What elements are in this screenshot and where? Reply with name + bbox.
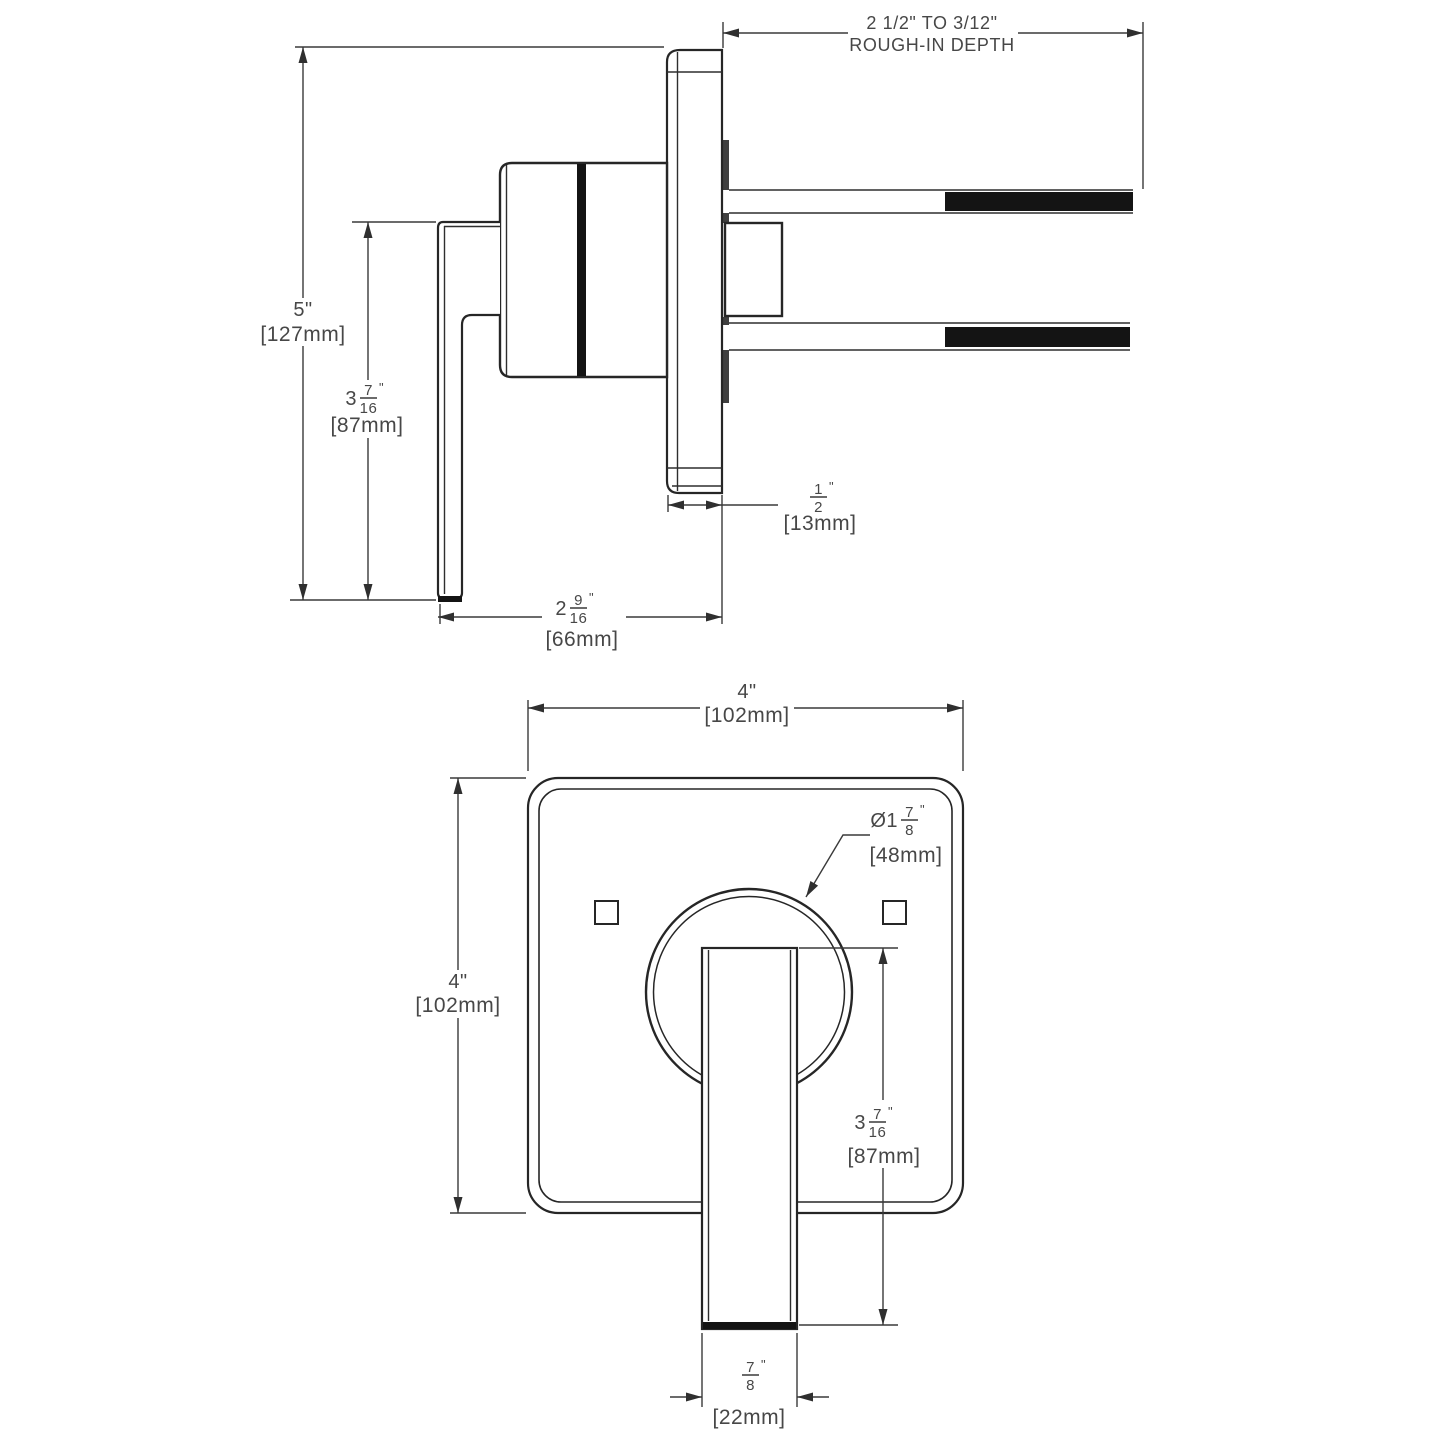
arrowhead-right bbox=[706, 500, 722, 510]
bracket-strip bbox=[722, 317, 729, 325]
label-mask bbox=[414, 970, 502, 1018]
fraction-whole: 3 bbox=[345, 388, 357, 410]
valve-body bbox=[723, 221, 784, 318]
plate-mm-label: [13mm] bbox=[783, 512, 856, 535]
arrowhead-left bbox=[797, 1392, 813, 1402]
fraction-numerator: 1 bbox=[814, 481, 823, 498]
fraction-whole: 2 bbox=[555, 598, 567, 620]
housing-seam-band bbox=[577, 164, 586, 376]
fraction-denominator: 16 bbox=[869, 1124, 887, 1141]
screw-hole-left bbox=[594, 900, 619, 925]
arrowhead-left bbox=[528, 703, 544, 713]
inch-mark: " bbox=[920, 802, 925, 817]
pipe-threaded-end bbox=[945, 192, 1133, 211]
arrowhead-left bbox=[723, 28, 739, 38]
front-view: 4" [102mm] 4" [102mm] Ø1 7 8 " [48mm] bbox=[414, 681, 965, 1429]
handle-end-cap bbox=[703, 1322, 796, 1329]
fraction-numerator: 9 bbox=[574, 592, 583, 609]
inch-mark: " bbox=[761, 1357, 766, 1372]
label-mask bbox=[848, 12, 1018, 58]
dim-plate-thickness: 1 2 " [13mm] bbox=[667, 479, 856, 624]
bracket-strip bbox=[722, 350, 729, 403]
label-mask bbox=[263, 298, 343, 346]
pipe-threaded-end bbox=[945, 327, 1130, 347]
arrowhead-down bbox=[298, 584, 308, 600]
fraction-denominator: 16 bbox=[570, 610, 588, 627]
width-mm-label: [102mm] bbox=[704, 704, 789, 727]
dim-handle-length-front: 3 7 16 " [87mm] bbox=[799, 947, 925, 1326]
fraction-whole: 3 bbox=[854, 1112, 866, 1134]
dim-trim-ring-diameter: Ø1 7 8 " [48mm] bbox=[805, 802, 942, 898]
dim-handle-drop-side: 3 7 16 " [87mm] bbox=[330, 221, 436, 600]
arrowhead-right bbox=[947, 703, 963, 713]
bracket-strip bbox=[722, 213, 729, 223]
inch-mark: " bbox=[829, 479, 834, 494]
arrowhead-up bbox=[363, 222, 373, 238]
height-inch-label: 5" bbox=[293, 299, 312, 321]
handle-mm-label: [87mm] bbox=[847, 1145, 920, 1168]
arrowhead-down bbox=[363, 584, 373, 600]
leader-arrowhead bbox=[806, 881, 819, 897]
supply-pipe-top bbox=[729, 189, 1133, 214]
inch-mark: " bbox=[888, 1104, 893, 1119]
handle-end-cap bbox=[438, 596, 462, 602]
arrowhead-up bbox=[878, 948, 888, 964]
fraction-numerator: 7 bbox=[364, 382, 373, 399]
label-mask bbox=[843, 1100, 925, 1168]
bracket-strip bbox=[722, 140, 729, 190]
fraction-numerator: 7 bbox=[746, 1359, 755, 1376]
label-mask bbox=[542, 592, 626, 650]
fraction-numerator: 7 bbox=[873, 1106, 882, 1123]
fraction-denominator: 8 bbox=[905, 822, 914, 839]
fraction-denominator: 2 bbox=[814, 499, 823, 516]
arrowhead-right bbox=[1127, 28, 1143, 38]
rough-in-value-label: 2 1/2" TO 3/12" bbox=[866, 13, 997, 33]
dim-rough-in-depth: 2 1/2" TO 3/12" ROUGH-IN DEPTH bbox=[722, 12, 1144, 189]
diameter-mm-label: [48mm] bbox=[869, 844, 942, 867]
label-mask bbox=[330, 380, 408, 438]
plate-outline bbox=[665, 48, 724, 495]
fraction-whole: Ø1 bbox=[870, 810, 898, 832]
arrowhead-up bbox=[453, 778, 463, 794]
dim-overall-height: 5" [127mm] bbox=[260, 46, 664, 601]
escutcheon-plate-side bbox=[665, 48, 724, 495]
depth-mm-label: [66mm] bbox=[545, 628, 618, 651]
mounting-bracket-strips bbox=[722, 140, 729, 403]
arrowhead-right bbox=[706, 612, 722, 622]
width-inch-label: 4" bbox=[737, 681, 756, 703]
lever-handle-front bbox=[700, 946, 799, 1331]
inch-mark: " bbox=[379, 380, 384, 395]
height-inch-label: 4" bbox=[448, 971, 467, 993]
handle-mm-label: [87mm] bbox=[330, 414, 403, 437]
handle-width-mm-label: [22mm] bbox=[712, 1406, 785, 1429]
inch-mark: " bbox=[589, 590, 594, 605]
dim-plate-height: 4" [102mm] bbox=[414, 777, 526, 1214]
handle-outline bbox=[436, 220, 500, 600]
fraction-denominator: 8 bbox=[746, 1377, 755, 1394]
side-view: 2 1/2" TO 3/12" ROUGH-IN DEPTH 5" [127mm… bbox=[260, 12, 1144, 651]
dim-projection-depth: 2 9 16 " [66mm] bbox=[438, 590, 722, 651]
rough-in-caption-label: ROUGH-IN DEPTH bbox=[849, 35, 1014, 55]
fraction-denominator: 16 bbox=[360, 400, 378, 417]
screw-hole-right bbox=[882, 900, 907, 925]
lever-handle-side bbox=[436, 220, 500, 602]
arrowhead-down bbox=[453, 1197, 463, 1213]
supply-pipe-bottom bbox=[729, 322, 1130, 351]
arrowhead-right bbox=[686, 1392, 702, 1402]
dim-handle-width: 7 8 " [22mm] bbox=[670, 1333, 829, 1429]
height-mm-label: [102mm] bbox=[415, 994, 500, 1017]
dim-plate-width: 4" [102mm] bbox=[527, 681, 964, 771]
height-mm-label: [127mm] bbox=[260, 323, 345, 346]
cartridge-housing bbox=[498, 161, 669, 379]
arrowhead-left bbox=[438, 612, 454, 622]
fraction-numerator: 7 bbox=[905, 804, 914, 821]
leader-line bbox=[805, 834, 870, 898]
handle-bar bbox=[700, 946, 799, 1331]
arrowhead-left bbox=[668, 500, 684, 510]
arrowhead-down bbox=[878, 1309, 888, 1325]
label-mask bbox=[700, 682, 794, 728]
arrowhead-up bbox=[298, 47, 308, 63]
